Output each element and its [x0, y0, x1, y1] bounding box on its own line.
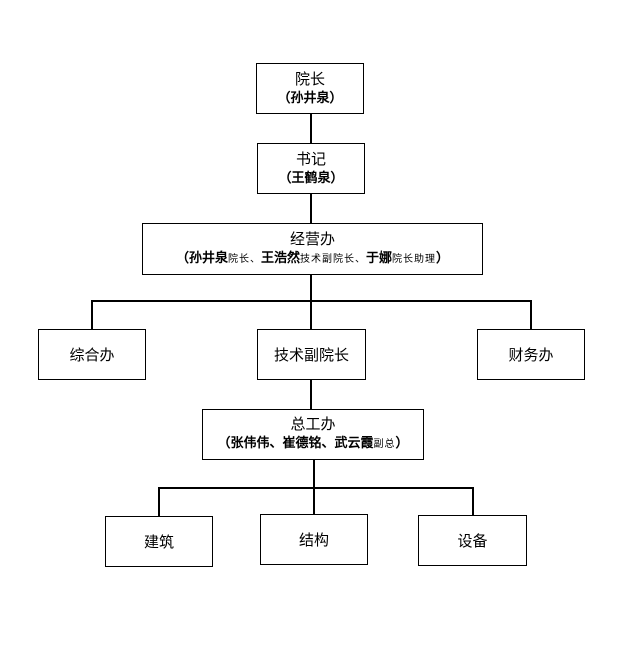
business-office-members: （孙井泉院长、王浩然技术副院长、于娜院长助理）	[176, 249, 449, 270]
structure-title: 结构	[298, 530, 329, 549]
president-title: 院长	[294, 69, 325, 88]
architecture-node: 建筑	[105, 516, 213, 567]
chief-engineer-office-title: 总工办	[290, 415, 336, 433]
bracket-open: （	[175, 250, 189, 266]
secretary-title: 书记	[295, 149, 326, 168]
finance-office-node: 财务办	[477, 329, 585, 380]
business-office-node: 经营办 （孙井泉院长、王浩然技术副院长、于娜院长助理）	[142, 223, 483, 275]
structure-node: 结构	[260, 514, 368, 565]
member-name-3: 于娜	[366, 250, 393, 266]
connector-office-down	[310, 274, 312, 302]
connector-to-general-office	[91, 300, 93, 330]
connector-to-structure	[313, 487, 315, 515]
member-name-1: 孙井泉	[188, 250, 228, 266]
equipment-node: 设备	[418, 515, 527, 566]
connector-level5-horizontal	[158, 487, 474, 489]
architecture-title: 建筑	[143, 532, 174, 551]
connector-to-finance	[530, 300, 532, 330]
tech-vp-node: 技术副院长	[257, 329, 366, 380]
finance-office-title: 财务办	[508, 345, 554, 364]
general-office-title: 综合办	[69, 345, 115, 364]
general-office-node: 综合办	[38, 329, 146, 380]
equipment-title: 设备	[457, 531, 488, 550]
deputy-role: 副总	[373, 439, 396, 450]
secretary-node: 书记 （王鹤泉）	[257, 143, 365, 194]
member-role-3: 院长助理	[392, 253, 437, 265]
bracket-open: （	[217, 436, 231, 451]
connector-chief-down	[313, 459, 315, 489]
bracket-close: ）	[395, 436, 409, 451]
president-name: （孙井泉）	[277, 90, 343, 106]
connector-president-secretary	[310, 113, 312, 144]
business-office-title: 经营办	[289, 229, 335, 248]
deputy-names: 张伟伟、崔德铭、武云霞	[230, 436, 374, 451]
member-role-1: 院长、	[227, 253, 261, 265]
connector-techvp-chief	[310, 379, 312, 410]
chief-engineer-office-node: 总工办 （张伟伟、崔德铭、武云霞副总）	[202, 409, 424, 460]
connector-to-architecture	[158, 487, 160, 517]
president-node: 院长 （孙井泉）	[256, 63, 364, 114]
secretary-name: （王鹤泉）	[278, 170, 344, 186]
member-name-2: 王浩然	[260, 250, 300, 266]
chief-engineer-office-members: （张伟伟、崔德铭、武云霞副总）	[217, 434, 408, 455]
bracket-close: ）	[436, 250, 450, 266]
connector-to-equipment	[472, 487, 474, 516]
member-role-2: 技术副院长、	[300, 253, 366, 265]
connector-secretary-office	[310, 193, 312, 224]
tech-vp-title: 技术副院长	[273, 345, 349, 364]
connector-to-tech-vp	[310, 300, 312, 330]
